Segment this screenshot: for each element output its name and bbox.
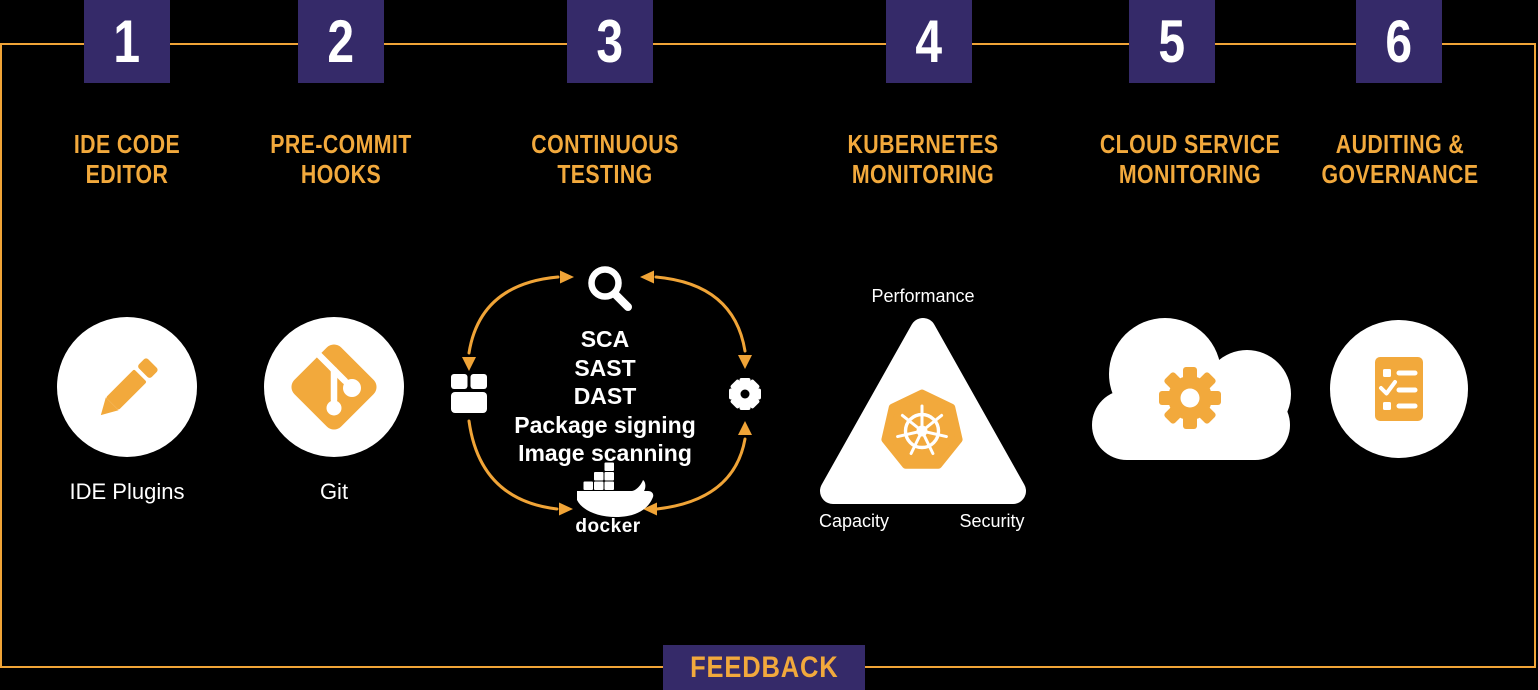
label-capacity: Capacity — [818, 511, 890, 531]
cycle-item: SAST — [574, 354, 636, 381]
stage-number-1: 1 — [84, 0, 170, 83]
docker-icon — [577, 462, 654, 517]
cycle-item: Image scanning — [518, 440, 692, 466]
pencil-icon — [100, 358, 158, 416]
checklist-icon — [1375, 357, 1423, 421]
label-performance: Performance — [871, 286, 975, 306]
cloud-gear-graphic — [1092, 318, 1291, 460]
gear-icon — [729, 378, 761, 410]
search-icon — [588, 266, 632, 311]
caption-ide-plugins: IDE Plugins — [69, 479, 185, 504]
stage-number-6: 6 — [1356, 0, 1442, 83]
cycle-arrowheads — [462, 270, 752, 516]
cycle-arc-upper-left — [467, 275, 560, 355]
kubernetes-monitoring-graphic — [820, 318, 1026, 504]
stage-title-6: AUDITING &GOVERNANCE — [1321, 129, 1479, 189]
package-icon — [451, 374, 487, 413]
cycle-item: SCA — [580, 326, 630, 352]
docker-wordmark: docker — [575, 516, 641, 537]
caption-git: Git — [319, 479, 349, 504]
cycle-arc-lower-left — [467, 419, 559, 511]
cycle-arc-upper-right — [654, 275, 747, 353]
stage-number-2: 2 — [298, 0, 384, 83]
git-icon — [291, 344, 377, 430]
cycle-test-list: SCA SAST DAST Package signing Image scan… — [485, 325, 725, 468]
stage-number-5: 5 — [1129, 0, 1215, 83]
stage-number-3: 3 — [567, 0, 653, 83]
stage-number-4: 4 — [886, 0, 972, 83]
feedback-badge: FEEDBACK — [663, 645, 865, 690]
cycle-item: DAST — [573, 383, 637, 409]
cycle-arc-lower-right — [655, 437, 747, 511]
cloud-gear-icon — [1159, 367, 1221, 429]
cycle-arrows — [467, 275, 747, 511]
label-security: Security — [959, 511, 1025, 531]
feedback-label: FEEDBACK — [689, 651, 839, 684]
cycle-item: Package signing — [514, 411, 696, 438]
kubernetes-wheel-icon — [896, 404, 948, 455]
